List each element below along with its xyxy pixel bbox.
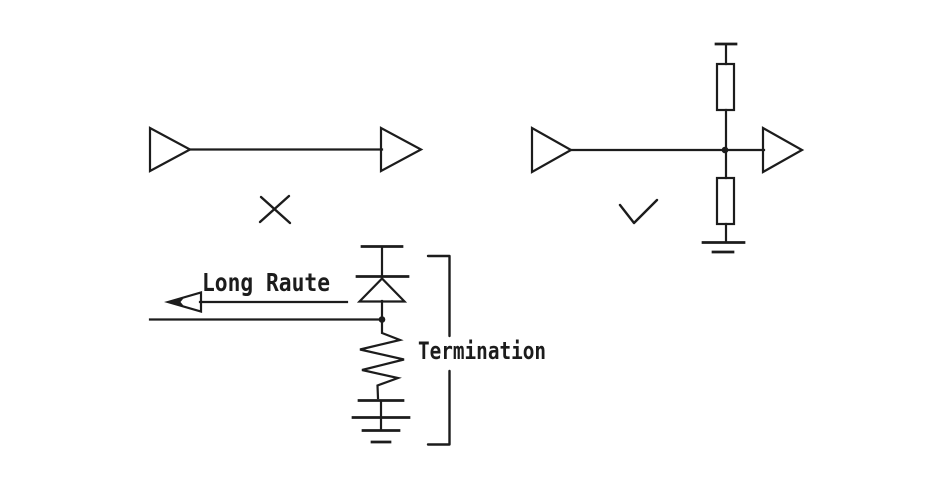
long-route-label: Long Raute bbox=[202, 268, 330, 297]
receiver-buffer-icon bbox=[379, 126, 424, 173]
terminated-net-diagram bbox=[530, 42, 805, 254]
capacitor-icon bbox=[351, 399, 411, 419]
clamp-diode-icon bbox=[355, 275, 410, 321]
termination-label: Termination bbox=[418, 337, 546, 365]
long-route-termination-diagram: Long Raute bbox=[148, 245, 546, 446]
driver-buffer-icon bbox=[530, 126, 574, 174]
receiver-buffer-icon bbox=[761, 126, 805, 174]
resistor-zigzag-icon bbox=[359, 318, 405, 400]
driver-buffer-icon bbox=[148, 126, 193, 173]
power-rail-icon bbox=[360, 245, 404, 278]
unterminated-net-diagram bbox=[148, 126, 424, 225]
termination-bracket bbox=[426, 254, 451, 446]
ground-icon bbox=[361, 416, 401, 444]
left-arrow-icon bbox=[164, 291, 349, 313]
pulldown-resistor-icon bbox=[715, 176, 736, 226]
ground-icon bbox=[701, 241, 746, 254]
pullup-resistor-icon bbox=[715, 62, 736, 112]
check-mark-icon bbox=[618, 198, 659, 225]
power-rail-icon bbox=[714, 42, 738, 66]
x-mark-icon bbox=[258, 194, 292, 225]
